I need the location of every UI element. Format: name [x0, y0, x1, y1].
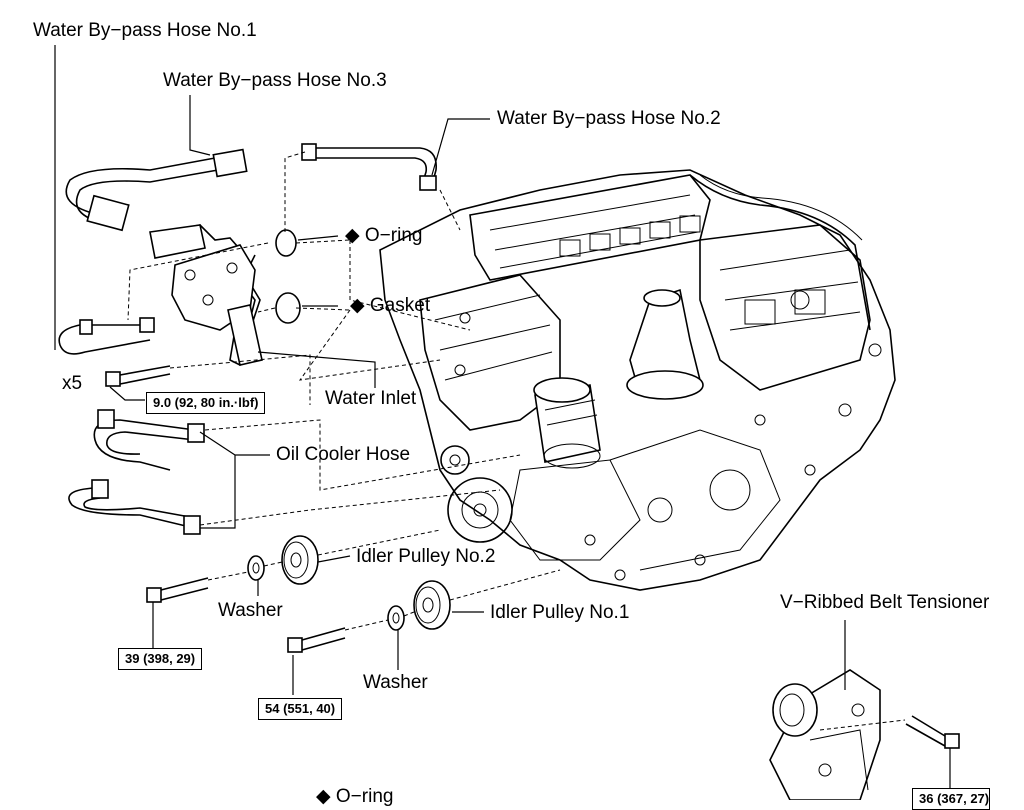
v-ribbed-belt-tensioner: [769, 669, 960, 800]
oil-filler-neck: [626, 288, 704, 400]
label-idler-pulley-2: Idler Pulley No.2: [356, 546, 496, 567]
water-inlet-bolt: [105, 365, 171, 387]
torque-idler-1-bolt: 54 (551, 40): [258, 698, 343, 720]
engine-block: [379, 169, 896, 591]
torque-idler-2-bolt: 39 (398, 29): [118, 648, 203, 670]
label-o-ring-bottom-text: O−ring: [335, 786, 394, 807]
label-quantity: x5: [62, 373, 83, 394]
oil-filter: [533, 377, 601, 469]
bolt-bosses: [454, 312, 882, 581]
diamond-marker-icon: ◆: [350, 295, 365, 316]
diamond-marker-icon: ◆: [316, 786, 331, 807]
label-oil-cooler-hose: Oil Cooler Hose: [276, 444, 411, 465]
label-o-ring-bottom: ◆ O−ring: [316, 786, 393, 808]
water-bypass-hose-1: [58, 317, 155, 355]
torque-tensioner-bolt: 36 (367, 27): [912, 788, 991, 810]
o-ring-part: [275, 229, 297, 257]
label-idler-pulley-1: Idler Pulley No.1: [490, 602, 630, 623]
diamond-marker-icon: ◆: [345, 225, 360, 246]
label-gasket-text: Gasket: [369, 295, 431, 316]
label-washer-b: Washer: [363, 672, 428, 693]
leader-lines: [54, 45, 951, 790]
water-inlet-housing: [149, 224, 263, 366]
idler-pulley-1: [287, 580, 451, 653]
front-cover: [440, 429, 781, 571]
intake-ports: [559, 215, 701, 257]
idler-pulley-2: [146, 535, 319, 603]
torque-water-inlet: 9.0 (92, 80 in.·lbf): [146, 392, 266, 414]
assembly-lines: [127, 151, 906, 731]
label-water-bypass-hose-2: Water By−pass Hose No.2: [497, 108, 721, 129]
label-o-ring-text: O−ring: [364, 225, 423, 246]
label-o-ring: ◆ O−ring: [345, 225, 422, 247]
label-gasket: ◆ Gasket: [350, 295, 430, 317]
oil-cooler-hoses: [68, 409, 205, 535]
label-washer-a: Washer: [218, 600, 283, 621]
label-water-bypass-hose-1: Water By−pass Hose No.1: [33, 20, 257, 41]
water-bypass-hose-2: [301, 143, 437, 191]
label-water-inlet: Water Inlet: [325, 388, 417, 409]
label-water-bypass-hose-3: Water By−pass Hose No.3: [163, 70, 387, 91]
water-bypass-hose-3: [65, 148, 248, 232]
label-belt-tensioner: V−Ribbed Belt Tensioner: [780, 592, 990, 613]
